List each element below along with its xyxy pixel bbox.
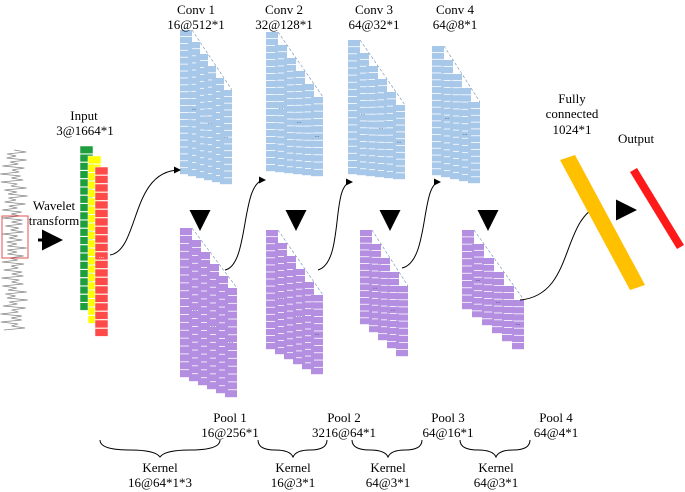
conv-stacks: ................................. — [180, 29, 481, 185]
fc-label-shape: 1024*1 — [552, 122, 592, 137]
stack-ellipsis: ... — [279, 295, 284, 301]
input-stack: ... — [79, 145, 109, 337]
pool4-title: Pool 4 — [539, 410, 573, 425]
stack-ellipsis: ... — [297, 313, 302, 319]
kernel-braces — [99, 439, 531, 459]
stack-ellipsis: ... — [397, 139, 402, 145]
stack-ellipsis: ... — [391, 307, 396, 313]
stack-ellipsis: ... — [463, 131, 468, 137]
stack-ellipsis: ... — [208, 120, 213, 126]
stack-ellipsis: ... — [224, 134, 229, 140]
pool-stack-3: ...... — [360, 229, 409, 357]
pool-down-arrows — [189, 210, 499, 231]
conv4-title: Conv 4 — [436, 2, 474, 17]
kernel4-title: Kernel — [478, 460, 514, 475]
stack-ellipsis: ... — [211, 323, 216, 329]
pool4-shape: 64@4*1 — [533, 425, 579, 440]
stack-ellipsis: ... — [192, 106, 197, 112]
pool1-title: Pool 1 — [213, 410, 247, 425]
kernel3-shape: 64@3*1 — [365, 475, 411, 490]
output-layer — [630, 168, 684, 249]
output-title: Output — [617, 131, 655, 146]
stack-ellipsis: ... — [476, 277, 481, 283]
fc-label-line2: connected — [545, 106, 599, 121]
input-channel-red — [94, 166, 109, 337]
stack-ellipsis: ... — [315, 133, 320, 139]
input-channel-yellow — [87, 155, 102, 324]
fully-connected-layer — [560, 155, 645, 290]
conv3-title: Conv 3 — [355, 2, 393, 17]
input-shape: 3@1664*1 — [56, 123, 114, 138]
pool2-title: Pool 2 — [327, 410, 361, 425]
stack-ellipsis: ... — [445, 115, 450, 121]
pool-stack-4: ......... — [462, 229, 525, 350]
kernel2-title: Kernel — [275, 460, 311, 475]
fc-label-line1: Fully — [558, 91, 586, 106]
stack-ellipsis: ... — [373, 285, 378, 291]
pool3-title: Pool 3 — [431, 410, 465, 425]
stack-ellipsis: ... — [193, 307, 198, 313]
stack-ellipsis: ... — [229, 339, 234, 345]
stack-ellipsis: ... — [379, 125, 384, 131]
pool2-shape: 3216@64*1 — [312, 425, 376, 440]
stack-ellipsis: ... — [279, 105, 284, 111]
conv4-shape: 64@8*1 — [432, 17, 478, 32]
kernel1-title: Kernel — [142, 460, 178, 475]
conv1-shape: 16@512*1 — [167, 17, 225, 32]
conv-stack-2: ......... — [266, 31, 324, 177]
conv2-title: Conv 2 — [265, 2, 303, 17]
pool1-shape: 16@256*1 — [201, 425, 259, 440]
stack-ellipsis: ... — [361, 111, 366, 117]
stack-ellipsis: ... — [315, 331, 320, 337]
stack-ellipsis: ... — [496, 299, 501, 305]
kernel4-shape: 64@3*1 — [473, 475, 519, 490]
signal-highlight-box — [1, 215, 29, 259]
wavelet-label-line2: transform — [28, 213, 80, 228]
kernel2-shape: 16@3*1 — [270, 475, 316, 490]
stack-ellipsis: ... — [297, 119, 302, 125]
kernel3-title: Kernel — [370, 460, 406, 475]
pool-stacks: ................................. — [180, 227, 525, 398]
conv-stack-4: ...... — [432, 45, 481, 184]
pool-stack-2: ......... — [266, 229, 324, 375]
conv2-shape: 32@128*1 — [255, 17, 313, 32]
raw-signal — [0, 149, 28, 331]
wavelet-label-line1: Wavelet — [32, 198, 76, 213]
input-title: Input — [70, 108, 98, 123]
conv-stack-3: ......... — [348, 39, 406, 180]
pool-stack-1: ......... — [180, 227, 238, 398]
connector-curves — [109, 166, 601, 301]
pool3-shape: 64@16*1 — [422, 425, 474, 440]
stack-ellipsis: ... — [516, 321, 521, 327]
conv3-shape: 64@32*1 — [348, 17, 400, 32]
conv-stack-1: ......... — [180, 29, 233, 185]
kernel1-shape: 16@64*1*3 — [128, 475, 192, 490]
conv1-title: Conv 1 — [177, 2, 215, 17]
input-ellipsis: ... — [99, 252, 105, 260]
